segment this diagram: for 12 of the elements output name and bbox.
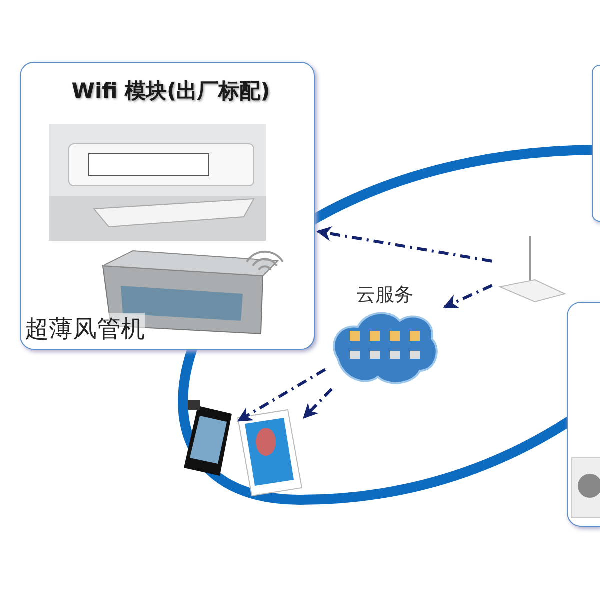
arrow (303, 388, 334, 419)
outdoor-unit-picture (572, 458, 600, 518)
tablet-picture (238, 410, 302, 496)
card-heading: Wifi 模块(出厂标配) (70, 78, 272, 105)
cloud-heading: 云服务 (356, 283, 414, 308)
panel-box (592, 65, 600, 222)
panel-box (567, 302, 600, 527)
arrow (237, 368, 326, 422)
arrow (443, 284, 493, 309)
cassette-picture (49, 124, 266, 241)
product-card (20, 62, 315, 350)
arrow (316, 226, 492, 263)
